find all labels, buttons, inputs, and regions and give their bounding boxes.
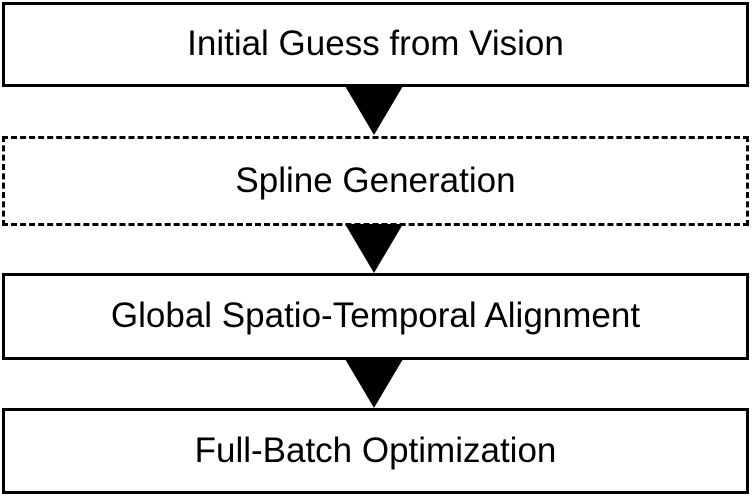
flow-step-label: Initial Guess from Vision	[187, 24, 564, 64]
triangle-down-arrow-icon	[345, 359, 403, 408]
flow-step-label: Full-Batch Optimization	[194, 430, 557, 470]
flow-step-label: Spline Generation	[235, 160, 516, 200]
triangle-down-arrow-icon	[345, 224, 403, 273]
flow-step-spline-generation: Spline Generation	[2, 136, 749, 226]
flow-step-initial-guess-from-vision: Initial Guess from Vision	[2, 2, 749, 87]
flow-step-label: Global Spatio-Temporal Alignment	[110, 296, 641, 336]
triangle-down-shape	[345, 359, 403, 408]
triangle-down-shape	[345, 86, 403, 135]
triangle-down-arrow-icon	[345, 86, 403, 135]
flow-step-global-spatio-temporal-alignment: Global Spatio-Temporal Alignment	[2, 273, 749, 360]
triangle-down-shape	[345, 224, 403, 273]
flow-step-full-batch-optimization: Full-Batch Optimization	[2, 408, 749, 494]
